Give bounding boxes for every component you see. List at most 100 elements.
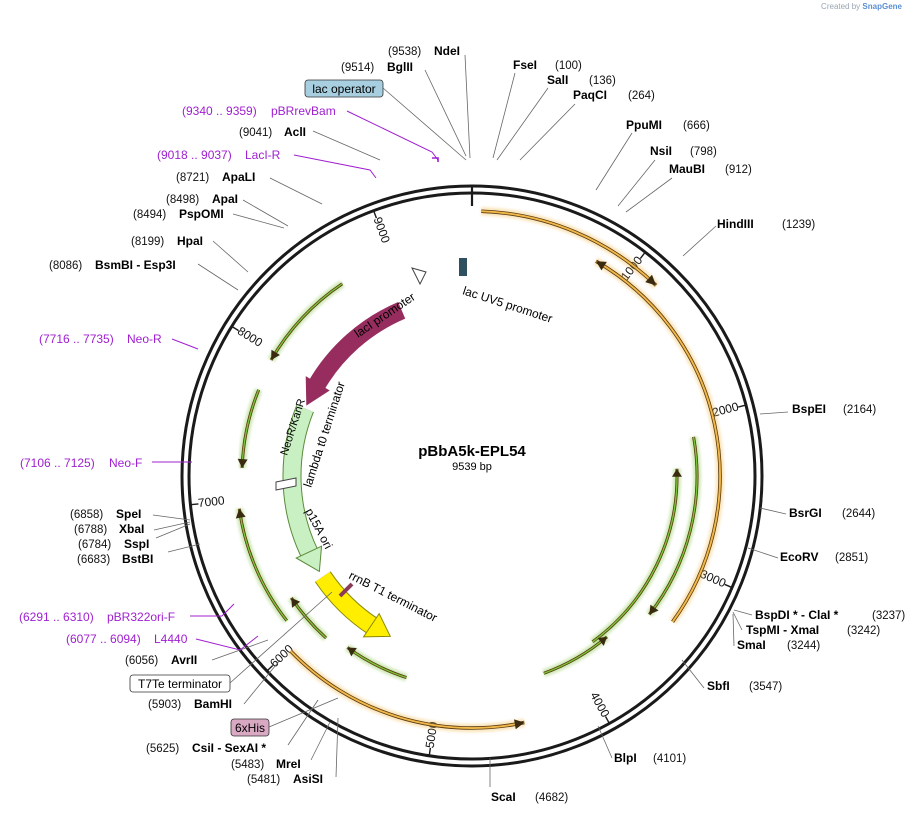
primer-name: Neo-F bbox=[109, 456, 142, 470]
tick-mark bbox=[190, 503, 199, 506]
site-name: BspDI * - ClaI * bbox=[755, 608, 839, 622]
site-leader bbox=[212, 240, 249, 273]
site-leader bbox=[242, 199, 289, 227]
cds-green-8-glow bbox=[267, 280, 345, 363]
lacuv5-promoter-glyph bbox=[459, 258, 467, 276]
site-pos: (6056) bbox=[125, 655, 158, 667]
site-name: PspOMI bbox=[179, 207, 224, 221]
site-leader bbox=[597, 725, 613, 759]
primer-name: pBR322ori-F bbox=[107, 610, 175, 624]
tick-label: 9000 bbox=[370, 215, 393, 245]
site-leader bbox=[243, 659, 281, 705]
site-name: MauBI bbox=[669, 162, 705, 176]
site-labels: (9538) NdeI (9514) BglII FseI (100) SalI… bbox=[49, 44, 905, 804]
primer-name: Neo-R bbox=[127, 332, 162, 346]
site-pos: (4101) bbox=[653, 753, 686, 765]
site-pos: (3244) bbox=[787, 640, 820, 652]
site-name: SalI bbox=[547, 73, 568, 87]
site-pos: (6858) bbox=[70, 509, 103, 521]
site-pos: (5903) bbox=[148, 699, 181, 711]
cds-gold-3-fill bbox=[290, 650, 525, 729]
site-pos: (3237) bbox=[872, 610, 905, 622]
site-name: BamHI bbox=[194, 697, 232, 711]
site-name: MreI bbox=[276, 757, 301, 771]
primer-range: (6077 .. 6094) bbox=[66, 632, 141, 646]
site-name: ApaLI bbox=[222, 170, 255, 184]
site-pos: (9041) bbox=[239, 127, 272, 139]
cds-green-7-glow bbox=[238, 388, 263, 469]
cds-green-3-arrow bbox=[597, 636, 607, 646]
site-pos: (8086) bbox=[49, 260, 82, 272]
tick-label: 4000 bbox=[587, 690, 612, 720]
site-name: PaqCI bbox=[573, 88, 607, 102]
site-leader bbox=[595, 132, 633, 191]
tick-mark bbox=[372, 210, 378, 219]
lambda-terminator-glyph bbox=[275, 477, 297, 491]
site-pos: (4682) bbox=[535, 792, 568, 804]
site-name: SpeI bbox=[116, 507, 141, 521]
site-name: BsmBI - Esp3I bbox=[95, 258, 176, 272]
laci-promoter-glyph bbox=[411, 267, 427, 286]
his-tag-label: 6xHis bbox=[235, 721, 265, 735]
site-pos: (6683) bbox=[77, 554, 110, 566]
laci-label: lacI bbox=[342, 300, 364, 320]
cds-green-6-fill bbox=[238, 508, 288, 622]
site-leader bbox=[682, 225, 717, 257]
site-leader bbox=[310, 721, 331, 761]
site-name: TspMI - XmaI bbox=[746, 623, 819, 637]
site-name: NdeI bbox=[434, 44, 460, 58]
site-leader bbox=[287, 699, 319, 746]
site-leader bbox=[759, 507, 787, 515]
site-leader bbox=[519, 103, 576, 161]
site-leader bbox=[617, 159, 656, 207]
tick-mark bbox=[639, 251, 646, 259]
site-pos: (1239) bbox=[782, 219, 815, 231]
site-pos: (3242) bbox=[847, 625, 880, 637]
laci-arc bbox=[308, 302, 406, 391]
cds-green-6-arrow bbox=[235, 508, 246, 519]
credit-brand: SnapGene bbox=[862, 2, 902, 11]
site-leader bbox=[747, 547, 779, 559]
primer-labels: (9340 .. 9359) pBRrevBam (9018 .. 9037) … bbox=[19, 104, 439, 651]
site-name: HindIII bbox=[717, 217, 754, 231]
tick-label: 2000 bbox=[711, 399, 741, 419]
laci-arrowhead bbox=[305, 376, 330, 406]
site-leader bbox=[759, 411, 789, 415]
site-leader bbox=[496, 87, 549, 161]
site-pos: (5625) bbox=[146, 743, 179, 755]
site-name: BlpI bbox=[614, 751, 637, 765]
site-leader bbox=[733, 609, 753, 616]
primer-name: LacI-R bbox=[245, 148, 281, 162]
lacuv5-label: lac UV5 promoter bbox=[461, 284, 554, 326]
primer-range: (9340 .. 9359) bbox=[182, 104, 257, 118]
site-leader bbox=[269, 177, 323, 205]
site-leader bbox=[232, 213, 285, 229]
primer-name: L4440 bbox=[154, 632, 188, 646]
cds-green-7-arrow bbox=[237, 458, 248, 468]
site-pos: (2164) bbox=[843, 404, 876, 416]
tick-mark bbox=[724, 583, 733, 589]
site-pos: (8721) bbox=[176, 172, 209, 184]
site-leader bbox=[732, 613, 735, 647]
site-name: AclI bbox=[284, 125, 306, 139]
site-name: BsrGI bbox=[789, 506, 822, 520]
site-pos: (9514) bbox=[341, 62, 374, 74]
site-leader-lines bbox=[152, 54, 789, 787]
site-leader bbox=[312, 130, 381, 161]
site-leader bbox=[625, 177, 673, 213]
cds-green-3-glow bbox=[542, 633, 610, 678]
credit-prefix: Created by bbox=[821, 2, 861, 11]
site-pos: (798) bbox=[690, 146, 717, 158]
boxed-features: lac operator T7Te terminator 6xHis bbox=[129, 79, 467, 737]
site-leader bbox=[197, 263, 239, 291]
site-name: XbaI bbox=[119, 522, 144, 536]
site-pos: (5483) bbox=[231, 759, 264, 771]
site-leader bbox=[492, 72, 516, 159]
site-name: BspEI bbox=[792, 402, 826, 416]
site-pos: (9538) bbox=[388, 46, 421, 58]
cds-green-8-arrow bbox=[271, 349, 280, 360]
primer-range: (9018 .. 9037) bbox=[157, 148, 232, 162]
site-name: BstBI bbox=[122, 552, 153, 566]
site-pos: (6784) bbox=[78, 539, 111, 551]
primer-name: pBRrevBam bbox=[271, 104, 336, 118]
